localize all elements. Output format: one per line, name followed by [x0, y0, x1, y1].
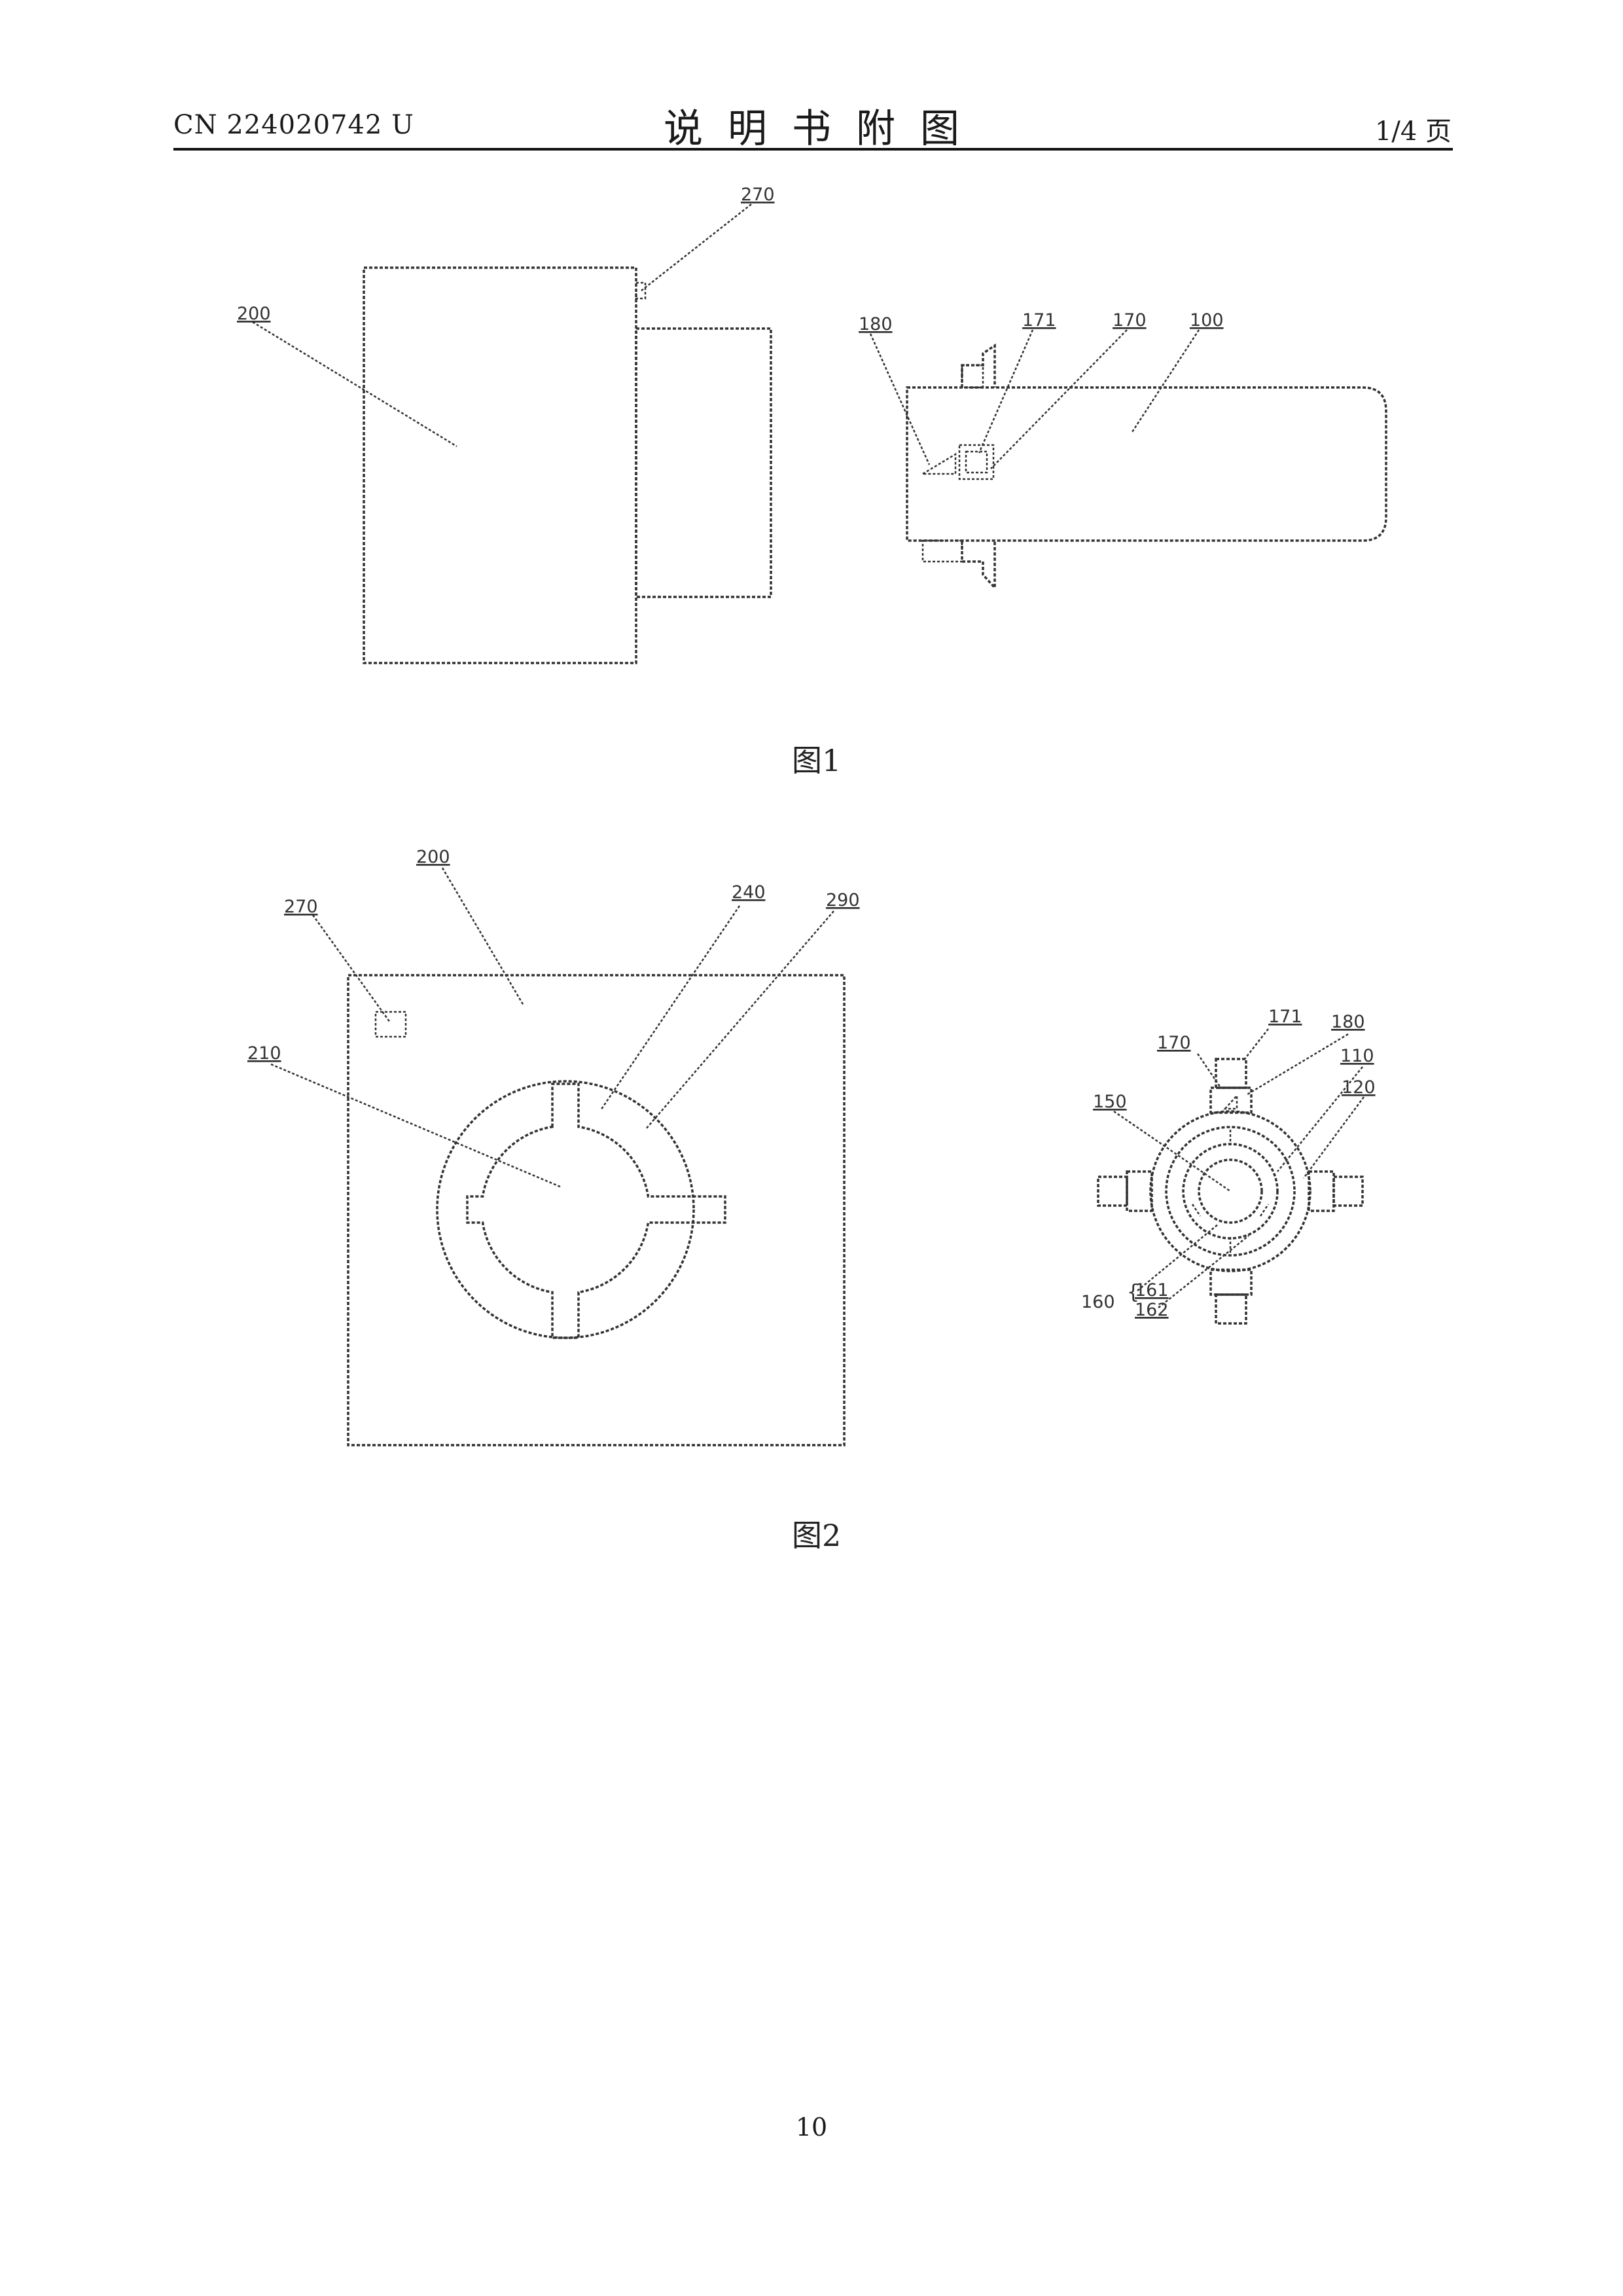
fig1-leader-lines [253, 204, 1199, 469]
fig2-label-180: 180 [1331, 1012, 1365, 1032]
figure-1: 270 200 180 171 170 100 图1 [237, 185, 1386, 778]
fig2-label-110: 110 [1340, 1046, 1374, 1066]
fig1-label-100: 100 [1190, 310, 1224, 331]
fig2-label-160: 160 [1081, 1292, 1115, 1312]
fig2-label-290: 290 [826, 890, 860, 910]
fig2-label-240: 240 [732, 882, 766, 903]
fig2-label-150: 150 [1093, 1092, 1127, 1112]
fig1-block-200 [364, 268, 771, 663]
fig2-leader-lines [271, 868, 1364, 1308]
figure-2: 200 270 240 290 210 171 180 170 110 120 … [247, 847, 1376, 1553]
fig1-label-170: 170 [1113, 310, 1147, 331]
fig2-label-161: 161 [1135, 1280, 1169, 1300]
fig2-label-120: 120 [1342, 1077, 1376, 1098]
fig1-label-171: 171 [1022, 310, 1056, 331]
fig2-label-171: 171 [1268, 1007, 1302, 1027]
fig2-plate-200 [348, 975, 844, 1445]
fig1-label-270: 270 [741, 185, 775, 205]
fig1-label-200: 200 [237, 304, 271, 324]
fig1-label-180: 180 [859, 314, 893, 334]
fig2-label-270: 270 [284, 897, 318, 917]
fig2-label-170: 170 [1157, 1033, 1191, 1053]
fig2-label-162: 162 [1135, 1300, 1169, 1320]
fig2-label-210: 210 [247, 1043, 281, 1064]
fig1-body-100 [907, 346, 1386, 588]
figure-1-caption: 图1 [792, 743, 841, 778]
page-number: 10 [0, 2113, 1623, 2142]
fig2-label-200: 200 [416, 847, 450, 867]
figure-2-caption: 图2 [792, 1518, 841, 1553]
